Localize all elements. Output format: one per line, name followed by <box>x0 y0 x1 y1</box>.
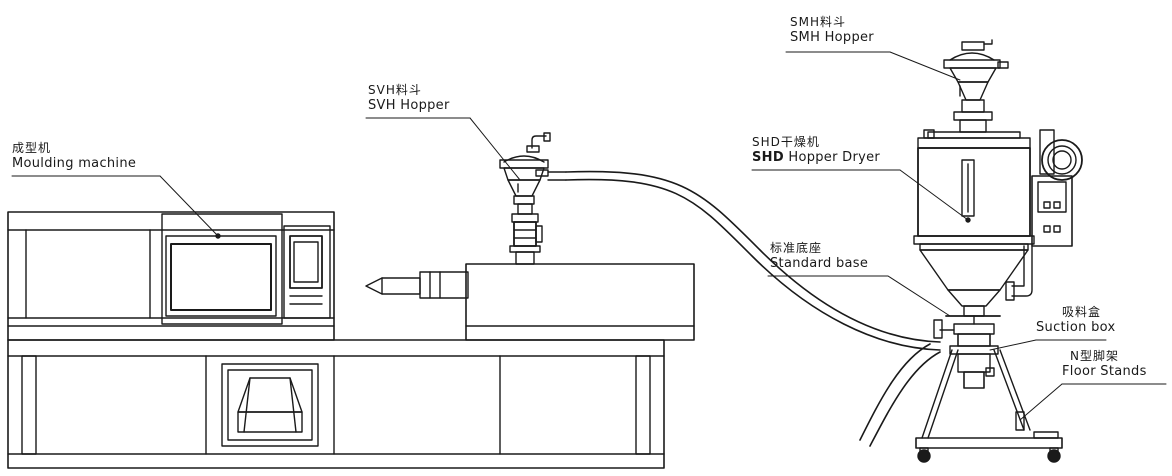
label-moulding-machine-en: Moulding machine <box>12 156 137 171</box>
label-svh-hopper-en: SVH Hopper <box>368 98 450 113</box>
floor-stand <box>916 346 1062 462</box>
label-standard-base: 标准底座 Standard base <box>770 240 868 272</box>
label-floor-stands-cn: N型脚架 <box>1070 349 1119 363</box>
label-shd-bold: SHD <box>752 150 784 165</box>
label-floor-stands: N型脚架 Floor Stands <box>1062 348 1147 380</box>
label-shd-hopper-dryer-en: SHD Hopper Dryer <box>752 150 880 166</box>
label-svh-hopper: SVH料斗 SVH Hopper <box>368 82 450 114</box>
label-shd-hopper-dryer-cn: SHD干燥机 <box>752 135 820 149</box>
label-suction-box-en: Suction box <box>1036 320 1116 335</box>
label-shd-hopper-dryer: SHD干燥机 SHD Hopper Dryer <box>752 134 880 166</box>
conveying-hose <box>566 172 940 446</box>
leader-lines <box>12 52 1166 420</box>
shd-hopper-dryer <box>914 40 1082 462</box>
label-smh-hopper: SMH料斗 SMH Hopper <box>790 14 874 46</box>
label-standard-base-cn: 标准底座 <box>770 241 823 255</box>
label-smh-hopper-cn: SMH料斗 <box>790 15 846 29</box>
label-svh-hopper-cn: SVH料斗 <box>368 83 422 97</box>
moulding-machine <box>8 212 694 468</box>
label-floor-stands-en: Floor Stands <box>1062 364 1147 379</box>
label-moulding-machine: 成型机 Moulding machine <box>12 140 136 172</box>
label-moulding-machine-cn: 成型机 <box>12 141 52 155</box>
svh-hopper <box>500 133 566 264</box>
label-smh-hopper-en: SMH Hopper <box>790 30 874 45</box>
label-shd-rest: Hopper Dryer <box>783 150 881 165</box>
label-standard-base-en: Standard base <box>770 256 869 271</box>
label-suction-box-cn: 吸料盒 <box>1062 305 1102 319</box>
smh-hopper <box>944 40 1008 132</box>
label-suction-box: 吸料盒 Suction box <box>1036 304 1115 336</box>
